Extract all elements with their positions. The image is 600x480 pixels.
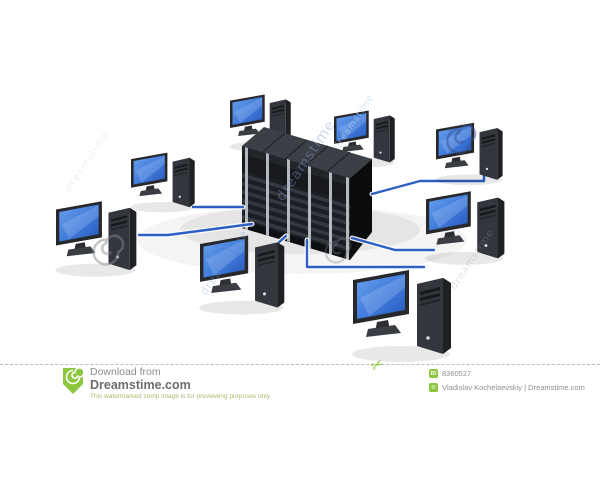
desktop-computer-mid-left [130,152,195,213]
watermark-footer-bar: ✂ Download from Dreamstime.com This wate… [0,355,600,406]
credit-text: Vladislav Kochelaevskiy | Dreamstime.com [442,383,585,392]
server-rack [242,127,372,260]
disclaimer-text: This watermarked comp image is for previ… [90,393,272,400]
desktop-computer-right-top [435,122,503,186]
image-rights-block: ID 8360527 © Vladislav Kochelaevskiy | D… [429,368,585,396]
dashed-cut-line [0,364,600,365]
download-from-label: Download from [90,366,161,378]
site-name-label: Dreamstime.com [90,378,191,392]
dreamstime-watermark-text: dreamstime [63,129,111,193]
id-badge: ID [429,369,438,378]
image-id: 8360527 [442,369,472,378]
copyright-badge: © [429,383,438,392]
desktop-computer-left [55,201,137,277]
dreamstime-logo-icon [63,367,85,394]
cable-left [137,222,254,237]
network-illustration: dreamstime dreamstime dreamstime dreamst… [55,93,505,362]
desktop-computer-bottom-right [352,270,451,362]
cable-right-mid [350,236,436,252]
cable-bottom-right [305,238,426,269]
